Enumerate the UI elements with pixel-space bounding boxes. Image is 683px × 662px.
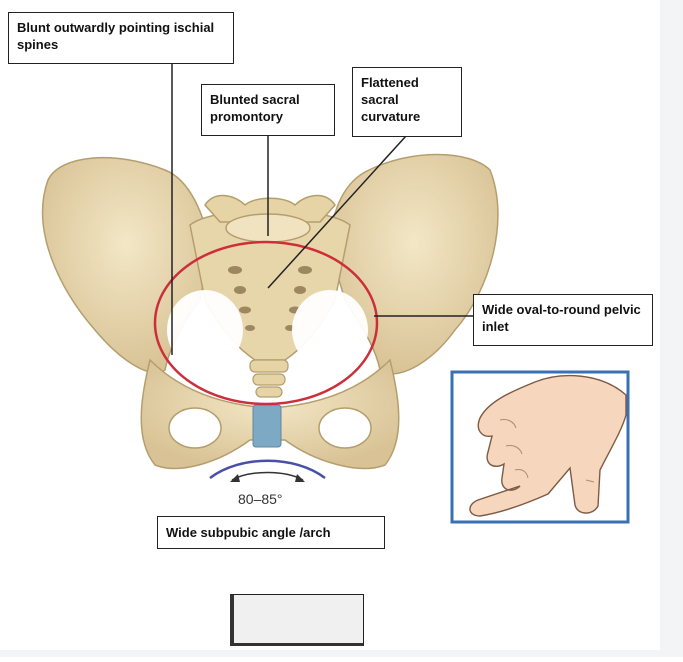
label-subpubic-angle-text: Wide subpubic angle /arch xyxy=(166,525,331,540)
pelvic-inlet-opening xyxy=(167,290,243,370)
pelvic-inlet-opening-right xyxy=(292,290,368,370)
angle-arrow xyxy=(231,471,304,481)
right-iliac-wing xyxy=(329,153,499,375)
label-pelvic-inlet-text: Wide oval-to-round pelvic inlet xyxy=(482,302,641,334)
coccyx xyxy=(249,359,289,398)
label-sacral-curvature-text: Flattened sacral curvature xyxy=(361,75,421,124)
label-subpubic-angle: Wide subpubic angle /arch xyxy=(157,516,385,549)
left-obturator-foramen xyxy=(168,407,222,449)
label-ischial-spines: Blunt outwardly pointing ischial spines xyxy=(8,12,234,64)
bottom-margin-strip xyxy=(0,650,683,657)
hand-creases xyxy=(499,419,595,483)
label-sacral-promontory: Blunted sacral promontory xyxy=(201,84,335,136)
right-obturator-foramen xyxy=(318,407,372,449)
label-sacral-promontory-text: Blunted sacral promontory xyxy=(210,92,300,124)
leader-sacral-curvature xyxy=(267,135,407,289)
answer-drop-box[interactable] xyxy=(230,594,364,646)
label-ischial-spines-text: Blunt outwardly pointing ischial spines xyxy=(17,20,215,52)
label-sacral-curvature: Flattened sacral curvature xyxy=(352,67,462,137)
hand-illustration xyxy=(469,374,627,517)
angle-arrow-right-head xyxy=(295,474,305,482)
angle-value: 80–85° xyxy=(238,491,283,507)
angle-arrow-left-head xyxy=(230,474,240,482)
l5-vertebra xyxy=(204,194,336,223)
pubic-symphysis xyxy=(252,404,282,448)
right-margin-strip xyxy=(660,0,683,657)
label-pelvic-inlet: Wide oval-to-round pelvic inlet xyxy=(473,294,653,346)
pelvic-inlet-outline xyxy=(153,240,379,406)
subpubic-arch-line xyxy=(209,459,326,479)
